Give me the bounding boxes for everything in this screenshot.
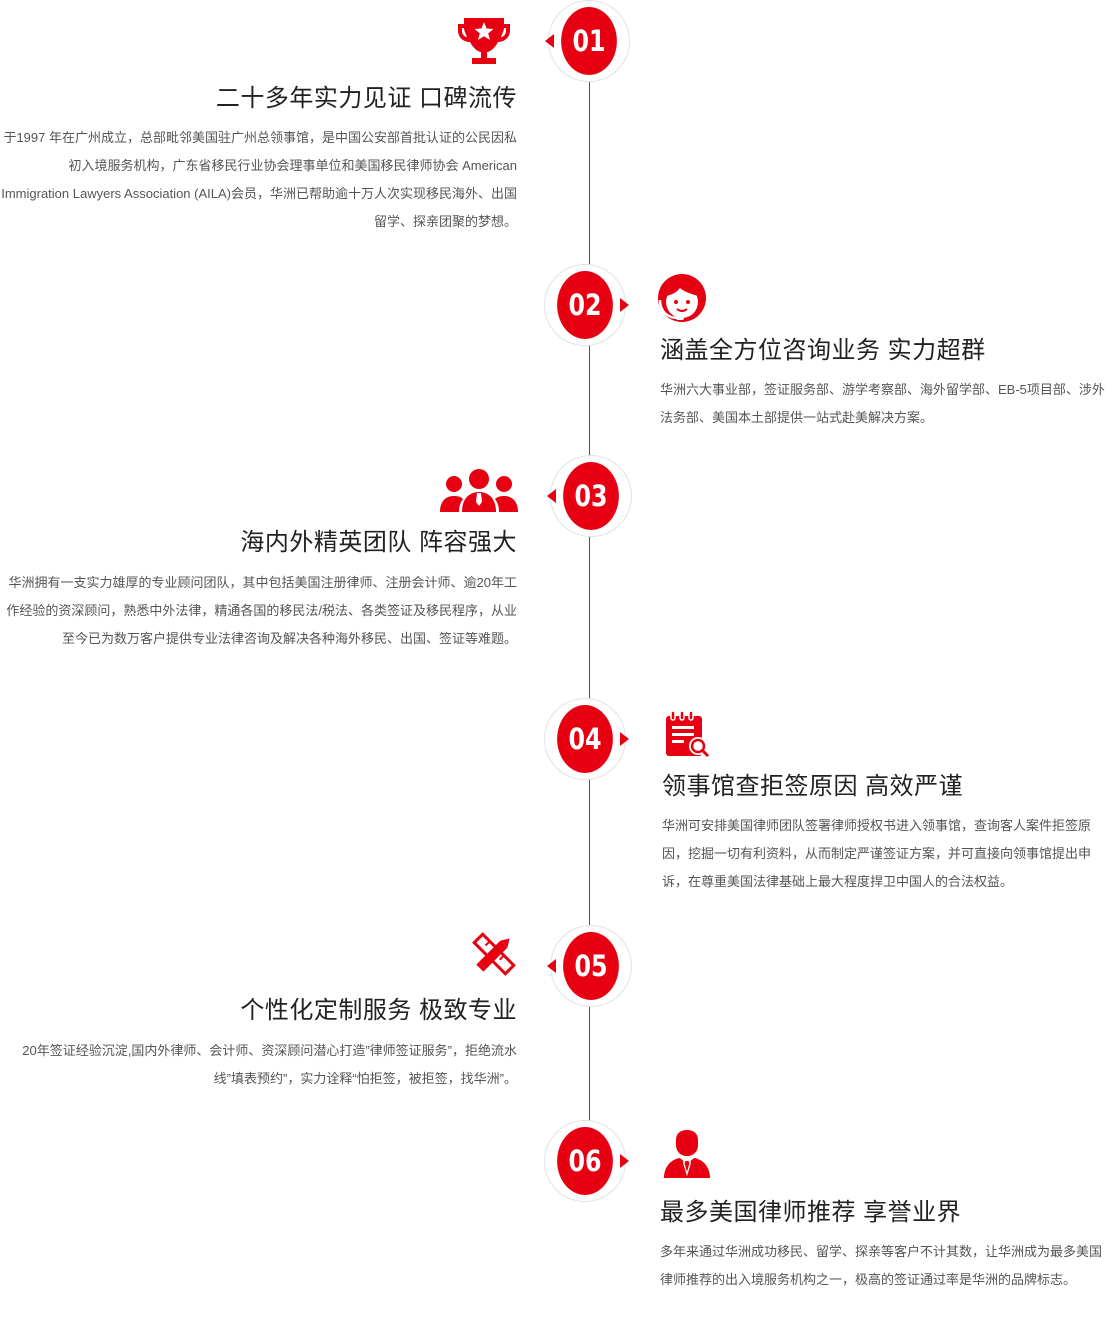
item-title: 二十多年实力见证 口碑流传 xyxy=(215,85,517,112)
item-description: 20年签证经验沉淀,国内外律师、会计师、资深顾问潜心打造”律师签证服务”，拒绝流… xyxy=(22,1043,517,1086)
step-number: 04 xyxy=(557,705,613,773)
step-number: 06 xyxy=(557,1127,613,1195)
pencil-ruler-icon xyxy=(470,930,520,978)
step-number: 02 xyxy=(557,271,613,339)
customer-service-icon xyxy=(654,270,714,326)
item-description: 华洲拥有一支实力雄厚的专业顾问团队，其中包括美国注册律师、注册会计师、逾20年工… xyxy=(6,575,517,646)
step-badge: 03 xyxy=(547,455,632,537)
step-badge: 01 xyxy=(545,0,630,82)
item-description: 华洲可安排美国律师团队签署律师授权书进入领事馆，查询客人案件拒签原因，挖掘一切有… xyxy=(662,818,1092,889)
document-search-icon xyxy=(662,708,712,760)
lawyer-icon xyxy=(664,1130,710,1178)
step-badge: 05 xyxy=(547,925,632,1007)
team-icon xyxy=(440,466,518,514)
item-title: 最多美国律师推荐 享誉业界 xyxy=(660,1199,962,1226)
trophy-icon xyxy=(454,12,514,68)
item-title: 领事馆查拒签原因 高效严谨 xyxy=(662,773,964,800)
step-badge: 06 xyxy=(544,1120,629,1202)
item-description: 于1997 年在广州成立，总部毗邻美国驻广州总领事馆，是中国公安部首批认证的公民… xyxy=(1,130,517,229)
step-number: 01 xyxy=(561,7,617,75)
step-badge: 04 xyxy=(544,698,629,780)
item-title: 个性化定制服务 极致专业 xyxy=(240,997,517,1024)
timeline-line xyxy=(589,38,590,1168)
step-badge: 02 xyxy=(544,264,629,346)
step-number: 05 xyxy=(563,932,619,1000)
item-description: 华洲六大事业部，签证服务部、游学考察部、海外留学部、EB-5项目部、涉外法务部、… xyxy=(660,382,1105,425)
step-number: 03 xyxy=(563,462,619,530)
item-title: 涵盖全方位咨询业务 实力超群 xyxy=(660,337,986,364)
item-title: 海内外精英团队 阵容强大 xyxy=(240,529,517,556)
item-description: 多年来通过华洲成功移民、留学、探亲等客户不计其数，让华洲成为最多美国律师推荐的出… xyxy=(660,1244,1103,1287)
